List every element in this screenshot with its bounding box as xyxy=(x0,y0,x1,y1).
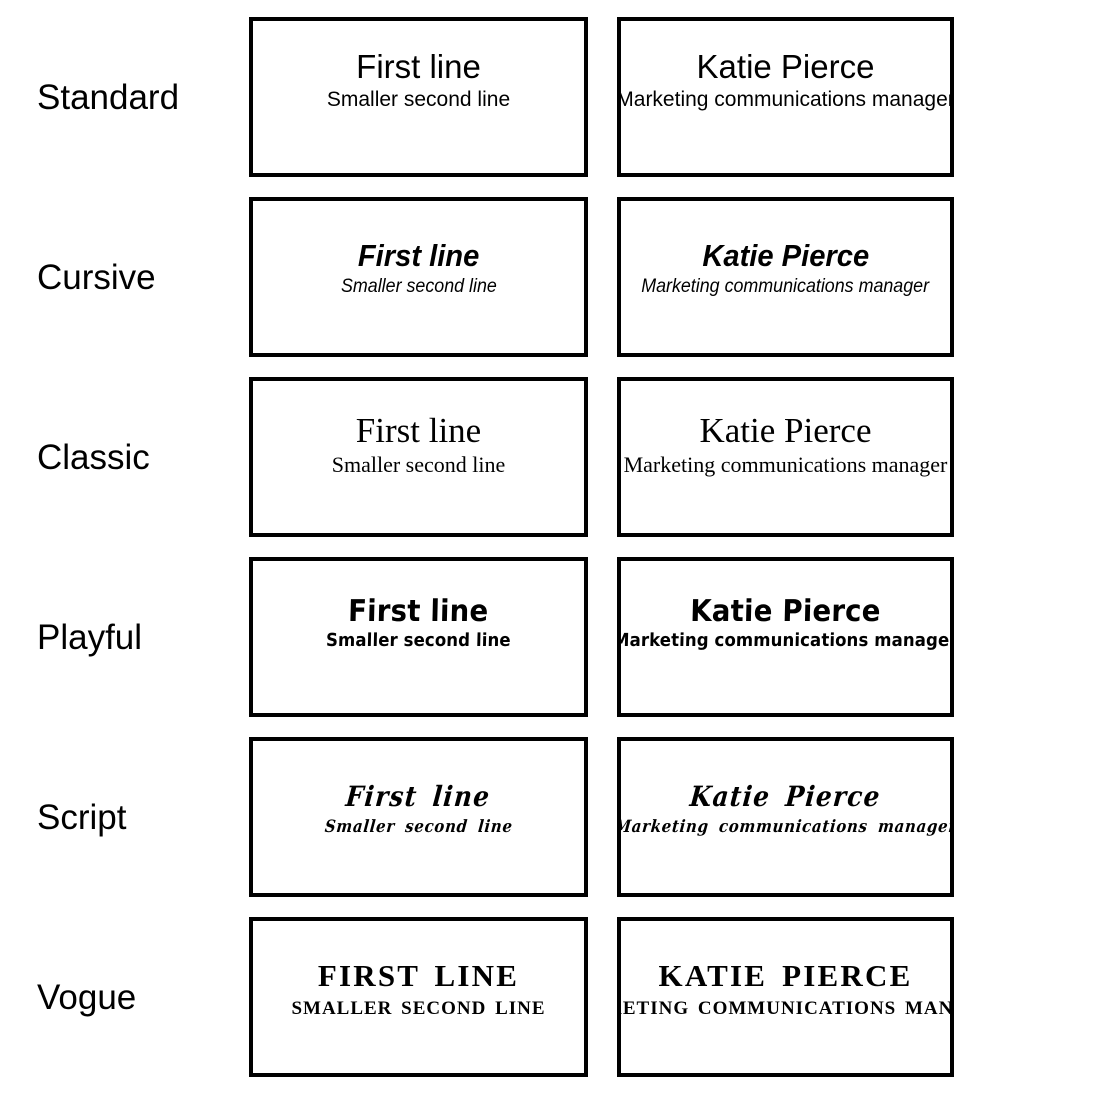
card-primary-line: First line xyxy=(344,780,493,813)
style-preview-card-standard-example[interactable]: Katie Pierce Marketing communications ma… xyxy=(617,17,954,177)
card-primary-line: First line xyxy=(357,238,480,273)
style-preview-card-script-example[interactable]: Katie Pierce Marketing communications ma… xyxy=(617,737,954,897)
card-secondary-line: Smaller second line xyxy=(326,87,511,111)
card-text-block: Katie Pierce Marketing communications ma… xyxy=(621,741,950,893)
style-preview-card-playful-example[interactable]: Katie Pierce Marketing communications ma… xyxy=(617,557,954,717)
card-text-block: Katie Pierce Marketing communications ma… xyxy=(621,201,950,353)
card-secondary-line: Smaller second line xyxy=(323,817,514,838)
style-row-label-script: Script xyxy=(37,797,127,837)
card-primary-line: Katie Pierce xyxy=(689,594,882,629)
style-preview-card-standard-generic[interactable]: First line Smaller second line xyxy=(249,17,588,177)
style-row-label-vogue: Vogue xyxy=(37,977,137,1017)
style-preview-card-script-generic[interactable]: First line Smaller second line xyxy=(249,737,588,897)
style-row-cursive: Cursive First line Smaller second line K… xyxy=(0,197,1100,357)
style-row-label-classic: Classic xyxy=(37,437,150,477)
style-preview-card-playful-generic[interactable]: First line Smaller second line xyxy=(249,557,588,717)
card-secondary-line: Marketing communications manager xyxy=(617,817,954,838)
card-text-block: FIRST LINE SMALLER SECOND LINE xyxy=(253,921,584,1073)
card-primary-line: FIRST LINE xyxy=(317,958,520,993)
style-row-script: Script First line Smaller second line Ka… xyxy=(0,737,1100,897)
card-text-block: First line Smaller second line xyxy=(253,561,584,713)
card-secondary-line: Smaller second line xyxy=(325,629,512,651)
card-text-block: Katie Pierce Marketing communications ma… xyxy=(621,21,950,173)
card-secondary-line: MARKETING COMMUNICATIONS MANAGER xyxy=(621,997,954,1019)
style-row-label-standard: Standard xyxy=(37,77,180,117)
style-row-label-cursive: Cursive xyxy=(37,257,156,297)
style-row-standard: Standard First line Smaller second line … xyxy=(0,17,1100,177)
style-preview-card-vogue-example[interactable]: KATIE PIERCE MARKETING COMMUNICATIONS MA… xyxy=(617,917,954,1077)
card-primary-line: Katie Pierce xyxy=(702,238,869,273)
style-preview-card-cursive-generic[interactable]: First line Smaller second line xyxy=(249,197,588,357)
style-row-playful: Playful First line Smaller second line K… xyxy=(0,557,1100,717)
card-text-block: First line Smaller second line xyxy=(253,381,584,533)
style-preview-card-cursive-example[interactable]: Katie Pierce Marketing communications ma… xyxy=(617,197,954,357)
card-secondary-line: Marketing communications manager xyxy=(641,275,930,297)
card-text-block: First line Smaller second line xyxy=(253,21,584,173)
card-primary-line: Katie Pierce xyxy=(699,411,872,450)
card-primary-line: Katie Pierce xyxy=(688,780,883,813)
card-secondary-line: Smaller second line xyxy=(340,275,497,297)
style-row-label-playful: Playful xyxy=(37,617,143,657)
card-secondary-line: Marketing communications manager xyxy=(617,629,954,651)
card-secondary-line: Marketing communications manager xyxy=(617,87,954,111)
card-secondary-line: Smaller second line xyxy=(331,452,506,478)
card-primary-line: First line xyxy=(356,48,481,85)
card-text-block: Katie Pierce Marketing communications ma… xyxy=(621,381,950,533)
style-row-vogue: Vogue FIRST LINE SMALLER SECOND LINE KAT… xyxy=(0,917,1100,1077)
card-text-block: KATIE PIERCE MARKETING COMMUNICATIONS MA… xyxy=(621,921,950,1073)
card-secondary-line: SMALLER SECOND LINE xyxy=(291,997,546,1019)
card-secondary-line: Marketing communications manager xyxy=(623,452,948,478)
style-preview-card-classic-generic[interactable]: First line Smaller second line xyxy=(249,377,588,537)
card-primary-line: Katie Pierce xyxy=(696,48,875,85)
card-text-block: First line Smaller second line xyxy=(253,741,584,893)
style-preview-card-classic-example[interactable]: Katie Pierce Marketing communications ma… xyxy=(617,377,954,537)
style-row-classic: Classic First line Smaller second line K… xyxy=(0,377,1100,537)
style-preview-card-vogue-generic[interactable]: FIRST LINE SMALLER SECOND LINE xyxy=(249,917,588,1077)
card-primary-line: First line xyxy=(355,411,482,450)
card-primary-line: KATIE PIERCE xyxy=(658,958,913,993)
card-text-block: First line Smaller second line xyxy=(253,201,584,353)
card-primary-line: First line xyxy=(347,594,490,629)
card-text-block: Katie Pierce Marketing communications ma… xyxy=(621,561,950,713)
